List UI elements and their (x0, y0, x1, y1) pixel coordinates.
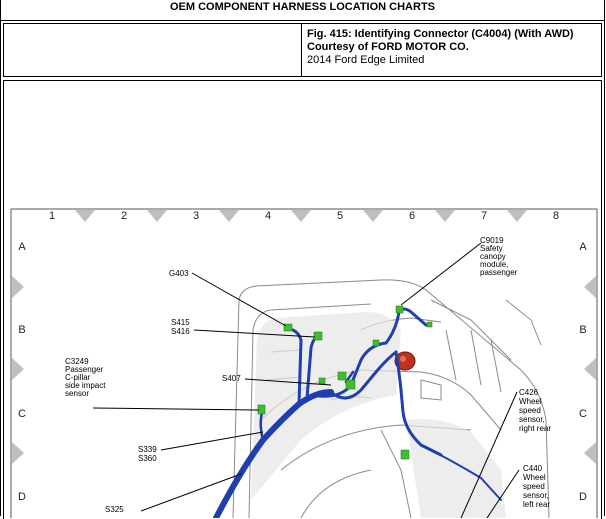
connector-s415 (313, 331, 323, 341)
connector-s407-c (318, 377, 326, 385)
row-label-c-right: C (579, 408, 587, 420)
connectors (257, 305, 433, 460)
connector-c3249 (257, 404, 266, 415)
figure-vehicle: 2014 Ford Edge Limited (307, 54, 425, 66)
column-label-2: 2 (121, 210, 127, 222)
connector-s407-b (345, 379, 356, 390)
column-label-5: 5 (337, 210, 343, 222)
callout-c426: C426 Wheel speed sensor, right rear (519, 388, 551, 433)
row-label-a-right: A (579, 241, 587, 253)
column-label-1: 1 (49, 210, 55, 222)
info-blank-cell (4, 24, 302, 76)
figure-courtesy: Courtesy of FORD MOTOR CO. (307, 41, 469, 53)
callout-s325: S325 (105, 505, 124, 514)
column-dividers (75, 210, 527, 222)
figure-box (3, 80, 602, 519)
vehicle-body-shading (251, 312, 506, 518)
column-label-6: 6 (409, 210, 415, 222)
connector-s407-a (337, 371, 347, 381)
figure-caption: Fig. 415: Identifying Connector (C4004) … (307, 28, 574, 40)
callout-g403: G403 (169, 269, 189, 278)
row-dividers (12, 276, 596, 464)
connector-upper-right (426, 321, 433, 328)
page-title: OEM COMPONENT HARNESS LOCATION CHARTS (1, 0, 604, 21)
callout-c9019: C9019 Safety canopy module, passenger (480, 236, 518, 277)
row-label-d-left: D (18, 491, 26, 503)
row-label-d-right: D (579, 491, 587, 503)
figure-info-row: Fig. 415: Identifying Connector (C4004) … (3, 23, 602, 77)
row-label-a-left: A (18, 241, 26, 253)
connector-g403 (283, 323, 293, 332)
column-label-3: 3 (193, 210, 199, 222)
connector-c9019 (395, 305, 404, 314)
row-label-c-left: C (18, 408, 26, 420)
figure-info-cell: Fig. 415: Identifying Connector (C4004) … (307, 28, 574, 67)
callout-s407: S407 (222, 374, 241, 383)
callout-s415: S415 S416 (171, 318, 192, 336)
callout-s339: S339 S360 (138, 445, 159, 463)
row-label-b-left: B (18, 324, 25, 336)
callout-leaders (92, 242, 520, 518)
row-label-b-right: B (579, 324, 586, 336)
connector-mid (372, 339, 380, 347)
column-label-8: 8 (553, 210, 559, 222)
callout-c3249: C3249 Passenger C-pillar side impact sen… (65, 357, 108, 398)
column-label-4: 4 (265, 210, 271, 222)
connector-c426 (400, 449, 410, 460)
column-label-7: 7 (481, 210, 487, 222)
callout-c440: C440 Wheel speed sensor, left rear (523, 464, 551, 509)
